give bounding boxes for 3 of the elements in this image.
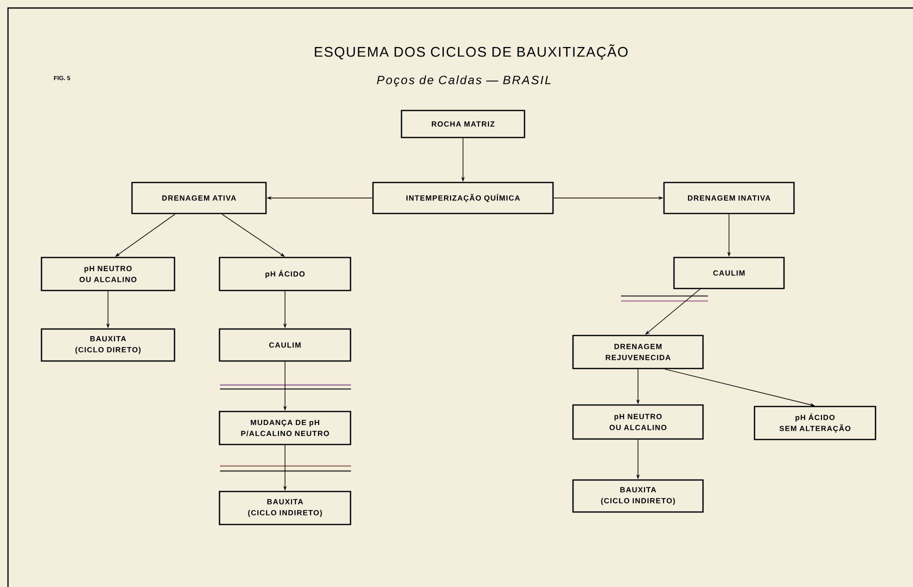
arrow [645,288,700,335]
title: ESQUEMA DOS CICLOS DE BAUXITIZAÇÃO [314,44,628,60]
subtitle: Poços de Caldas — BRASIL [376,75,551,87]
